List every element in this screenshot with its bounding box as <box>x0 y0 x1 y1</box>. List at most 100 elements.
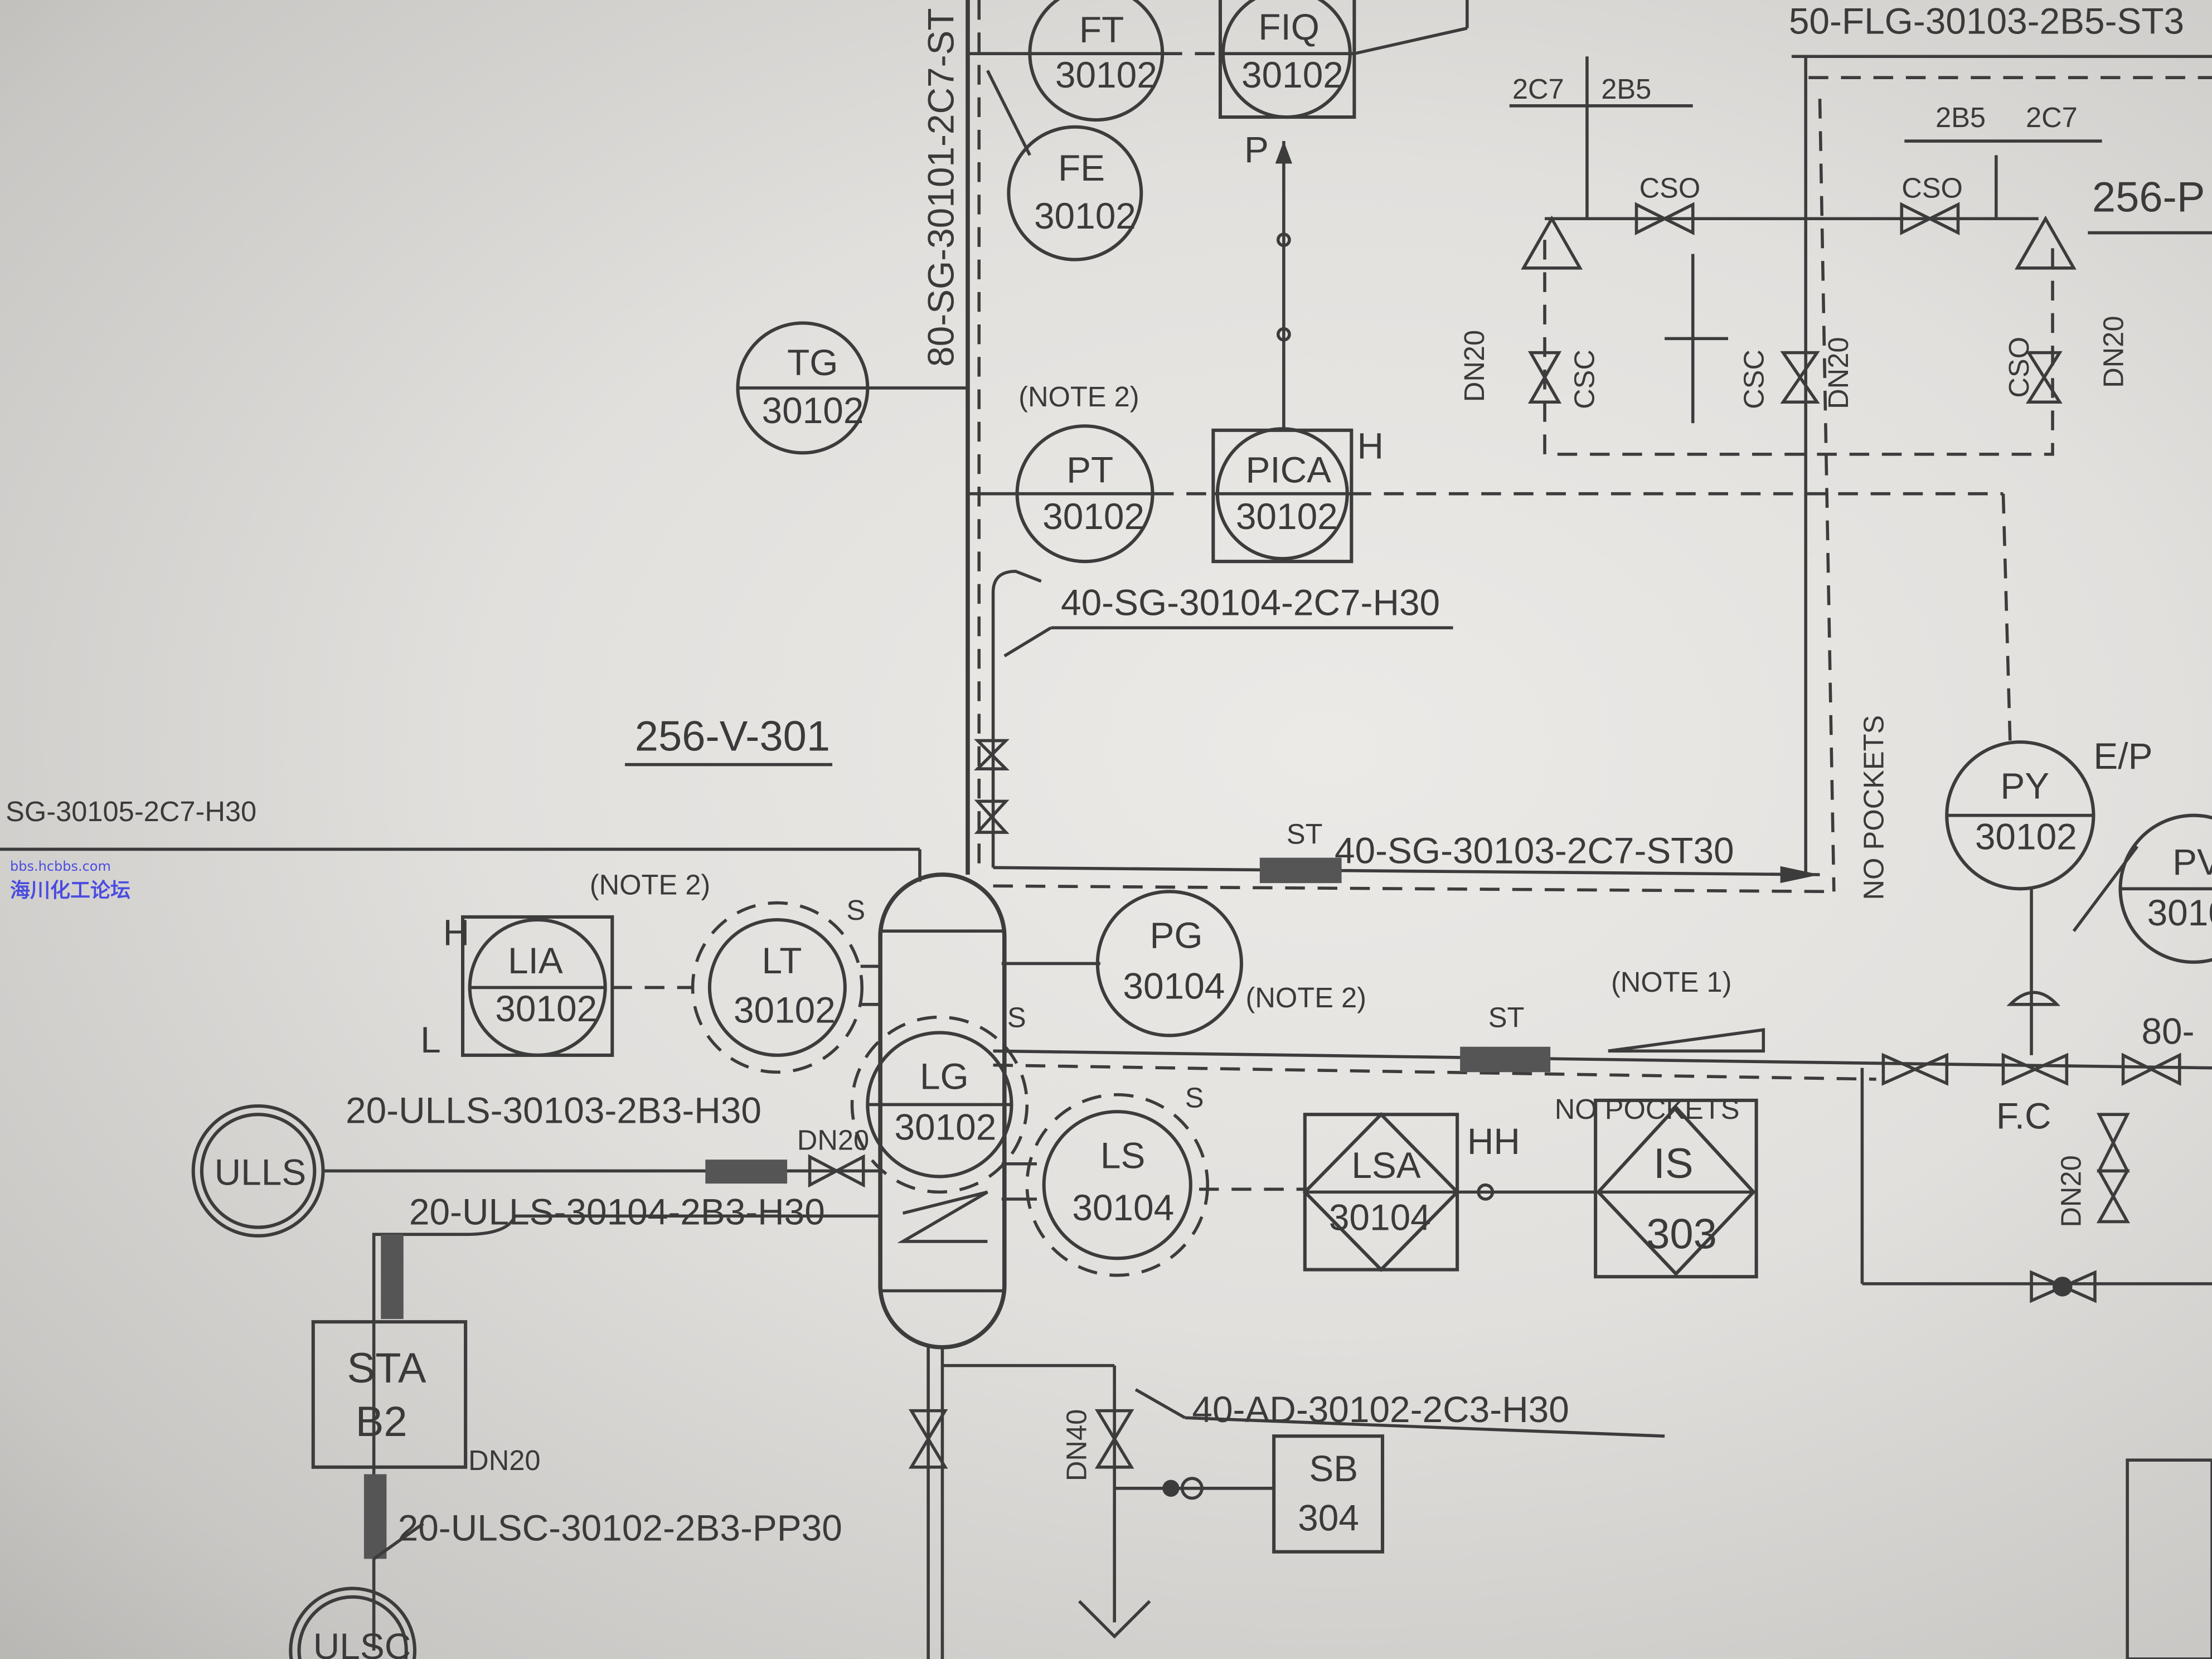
s-label: S <box>1185 1082 1204 1114</box>
spec-break-2c7: 2C7 <box>1512 73 1564 105</box>
vessel-256-v-301[interactable] <box>878 872 1007 1350</box>
instrument-label: PY <box>2000 765 2049 806</box>
instrument-label: 30102 <box>894 1107 996 1148</box>
instrument-label: FE <box>1058 147 1105 188</box>
steam-trap-icon <box>381 1234 404 1320</box>
steam-trap-label: ST <box>1287 818 1323 850</box>
instrument-label: 30104 <box>1329 1197 1431 1238</box>
instrument-label: ULSC <box>313 1626 411 1659</box>
instrument-pv[interactable]: PV3010 <box>2118 813 2212 964</box>
instrument-label: TG <box>787 342 838 383</box>
cso-label: CSO <box>1639 172 1701 203</box>
watermark-url: bbs.hcbbs.com <box>10 858 111 874</box>
utility-ulsc[interactable]: ULSC <box>289 1587 417 1659</box>
instrument-lg[interactable]: LG 30102 <box>850 1015 1029 1194</box>
instrument-label: 30102 <box>1055 54 1157 95</box>
instrument-label: LS <box>1100 1134 1145 1176</box>
instrument-label: 304 <box>1298 1497 1359 1539</box>
instrument-label: SB <box>1309 1448 1358 1489</box>
line-label-sg-30101: 80-SG-30101-2C7-ST <box>920 8 962 367</box>
instrument-label: LSA <box>1351 1144 1420 1186</box>
line-label-ad-30102: 40-AD-30102-2C3-H30 <box>1192 1389 1569 1430</box>
instrument-label: 303 <box>1646 1211 1717 1258</box>
steam-trap-label: ST <box>1488 1001 1525 1033</box>
line-label-sg-30104: 40-SG-30104-2C7-H30 <box>1061 581 1440 623</box>
instrument-label: 30102 <box>762 390 864 431</box>
dn40-label: DN40 <box>1061 1409 1093 1481</box>
instrument-label: 30102 <box>495 988 597 1029</box>
dn20-label: DN20 <box>797 1124 869 1156</box>
instrument-tg[interactable]: TG 30102 <box>736 321 870 455</box>
instrument-label: ULLS <box>215 1152 307 1193</box>
sample-box-sb[interactable]: SB 304 <box>1272 1434 1385 1554</box>
instrument-label: FIQ <box>1258 6 1320 47</box>
instrument-label: 30104 <box>1123 966 1225 1007</box>
line-label-sg-30105: SG-30105-2C7-H30 <box>6 795 256 827</box>
equipment-tag-pump: 256-P <box>2092 174 2205 221</box>
instrument-label: 30102 <box>1042 496 1144 537</box>
pneumatic-label: P <box>1244 129 1269 170</box>
csc-label: CSC <box>1569 350 1600 409</box>
instrument-pg[interactable]: PG 30104 <box>1095 890 1243 1037</box>
dn20-label: DN20 <box>1458 330 1490 402</box>
instrument-label: LT <box>762 940 802 981</box>
gate-valve-icon[interactable] <box>973 739 1010 834</box>
ep-label: E/P <box>2093 735 2152 777</box>
cso-label: CSO <box>2003 337 2035 398</box>
cso-valve-icon[interactable] <box>1900 202 1960 236</box>
line-label-ulls-30103: 20-ULLS-30103-2B3-H30 <box>346 1089 761 1131</box>
s-label: S <box>1007 1001 1026 1033</box>
instrument-fiq[interactable]: FIQ 30102 <box>1218 0 1356 119</box>
line-label-flg-30103: 50-FLG-30103-2B5-ST3 <box>1789 1 2184 42</box>
dn20-label: DN20 <box>2055 1155 2087 1227</box>
alarm-low-lia: L <box>420 1019 441 1060</box>
instrument-label: 30102 <box>1241 54 1343 95</box>
instrument-label: FT <box>1079 9 1124 50</box>
spec-break-2b5: 2B5 <box>1601 73 1651 105</box>
equipment-tag-vessel: 256-V-301 <box>635 712 830 760</box>
instrument-label: 30104 <box>1072 1187 1174 1228</box>
instrument-label: PV <box>2172 841 2212 882</box>
instrument-label: STA <box>347 1345 426 1392</box>
line-label-partial-80: 80- <box>2141 1011 2194 1052</box>
s-label: S <box>846 894 865 926</box>
utility-ulls[interactable]: ULLS <box>191 1104 325 1238</box>
instrument-label: PG <box>1149 915 1202 956</box>
instrument-label: 30102 <box>1034 195 1136 236</box>
instrument-fe[interactable]: FE 30102 <box>1007 125 1143 261</box>
instrument-label: LG <box>920 1056 969 1097</box>
alarm-high-lia: H <box>443 912 470 953</box>
note-1: (NOTE 1) <box>1611 966 1731 998</box>
alarm-highhigh-lsa: HH <box>1467 1120 1520 1162</box>
watermark: bbs.hcbbs.com 海川化工论坛 <box>10 858 130 903</box>
line-label-ulsc-30102: 20-ULSC-30102-2B3-PP30 <box>398 1507 842 1548</box>
fail-closed-label: F.C <box>1996 1095 2051 1136</box>
note-2-lt: (NOTE 2) <box>590 869 711 900</box>
instrument-label: 30102 <box>1975 816 2077 857</box>
instrument-ls[interactable]: LS 30104 <box>1025 1093 1209 1277</box>
watermark-name: 海川化工论坛 <box>10 879 131 902</box>
csc-valve-icon[interactable] <box>1634 202 1695 236</box>
note-2-pg: (NOTE 2) <box>1246 982 1367 1013</box>
dn20-label: DN20 <box>468 1444 540 1476</box>
instrument-lsa[interactable]: LSA 30104 <box>1302 1112 1460 1272</box>
instrument-label: PICA <box>1246 449 1332 490</box>
instrument-pt[interactable]: PT 30102 <box>1015 424 1154 564</box>
instrument-label: PT <box>1066 449 1113 490</box>
spec-break-2c7: 2C7 <box>2026 101 2078 133</box>
spec-break-2b5: 2B5 <box>1936 101 1986 133</box>
steam-trap-icon <box>363 1474 387 1559</box>
dn20-label: DN20 <box>1822 337 1854 409</box>
note-2-pt: (NOTE 2) <box>1018 381 1139 413</box>
instrument-py[interactable]: PY 30102 <box>1945 740 2095 891</box>
line-label-sg-30103: 40-SG-30103-2C7-ST30 <box>1335 830 1734 871</box>
